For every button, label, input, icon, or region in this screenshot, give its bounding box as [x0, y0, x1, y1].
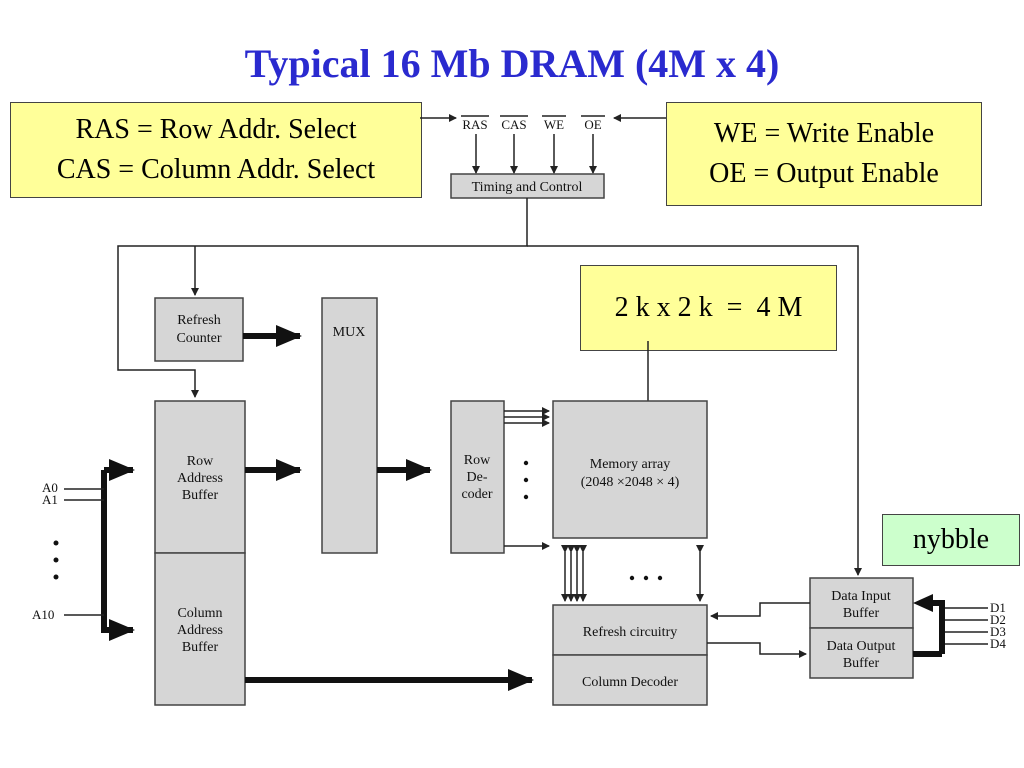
- refresh-counter-block: [154, 297, 244, 362]
- memory-array-label-2: (2048 ×2048 × 4): [581, 475, 680, 490]
- ras-cas-callout: RAS = Row Addr. Select CAS = Column Addr…: [10, 102, 422, 198]
- timing-control-label: Timing and Control: [472, 180, 583, 195]
- data-input-label-2: Buffer: [843, 606, 880, 621]
- refresh-counter-label-2: Counter: [176, 331, 221, 346]
- address-ellipsis-dot: [53, 540, 59, 546]
- we-oe-callout: WE = Write Enable OE = Output Enable: [666, 102, 982, 206]
- data-output-label-1: Data Output: [827, 639, 896, 654]
- memory-array-label-1: Memory array: [590, 457, 670, 472]
- row-buffer-label-2: Address: [177, 471, 223, 486]
- row-buffer-label-3: Buffer: [182, 488, 219, 503]
- decoder-ellipsis-dot: [523, 477, 529, 483]
- refresh-to-data-output: [707, 642, 807, 658]
- pin-d3: D3: [990, 624, 1006, 639]
- control-to-data-input: [527, 245, 862, 576]
- bus-ellipsis-dot: [657, 575, 663, 581]
- array-refresh-wires: [561, 545, 704, 602]
- nybble-text: nybble: [912, 524, 990, 555]
- data-output-label-2: Buffer: [843, 656, 880, 671]
- pin-oe: OE: [584, 117, 601, 132]
- pin-d2: D2: [990, 612, 1006, 627]
- mux-label: MUX: [333, 325, 366, 340]
- nybble-callout: nybble: [882, 514, 1020, 566]
- array-size-callout: 2 k x 2 k = 4 M: [580, 265, 837, 351]
- row-decoder-label-3: coder: [461, 487, 492, 502]
- cas-definition: CAS = Column Addr. Select: [56, 154, 376, 185]
- data-input-to-refresh: [710, 602, 810, 620]
- memory-array-block: [552, 400, 708, 539]
- pin-a0: A0: [42, 480, 58, 495]
- pin-a1: A1: [42, 492, 58, 507]
- column-decoder-block: [552, 654, 708, 706]
- address-ellipsis-dot: [53, 574, 59, 580]
- row-buffer-label-1: Row: [187, 454, 214, 469]
- data-input-arrowhead: [913, 594, 933, 612]
- we-definition: WE = Write Enable: [713, 118, 935, 149]
- pin-a10: A10: [32, 607, 54, 622]
- bus-ellipsis-dot: [643, 575, 649, 581]
- column-address-buffer-block: [154, 552, 246, 706]
- decoder-ellipsis-dot: [523, 494, 529, 500]
- pin-ras: RAS: [462, 117, 487, 132]
- address-to-column-bus: [101, 470, 135, 641]
- bus-ellipsis-dot: [629, 575, 635, 581]
- ras-definition: RAS = Row Addr. Select: [75, 114, 357, 145]
- column-buffer-label-2: Address: [177, 623, 223, 638]
- mux-block: [321, 297, 378, 554]
- column-decoder-label: Column Decoder: [582, 675, 678, 690]
- array-size-text: 2 k x 2 k = 4 M: [614, 292, 803, 323]
- oe-definition: OE = Output Enable: [709, 158, 939, 189]
- row-decoder-block: [450, 400, 505, 554]
- data-input-label-1: Data Input: [831, 589, 891, 604]
- timing-control-block: [450, 173, 605, 199]
- pin-cas: CAS: [501, 117, 526, 132]
- row-decoder-label-2: De-: [467, 470, 488, 485]
- column-buffer-label-1: Column: [177, 606, 222, 621]
- decoder-ellipsis-dot: [523, 460, 529, 466]
- refresh-counter-label-1: Refresh: [177, 313, 221, 328]
- address-ellipsis-dot: [53, 557, 59, 563]
- control-to-row-buffer: [117, 198, 528, 398]
- data-output-buffer-block: [809, 627, 914, 679]
- pin-d1: D1: [990, 600, 1006, 615]
- row-decoder-label-1: Row: [464, 453, 491, 468]
- column-buffer-label-3: Buffer: [182, 640, 219, 655]
- refresh-circuitry-block: [552, 604, 708, 656]
- pin-we: WE: [544, 117, 564, 132]
- slide-title: Typical 16 Mb DRAM (4M x 4): [244, 41, 780, 86]
- pin-d4: D4: [990, 636, 1006, 651]
- refresh-circuitry-label: Refresh circuitry: [583, 625, 677, 640]
